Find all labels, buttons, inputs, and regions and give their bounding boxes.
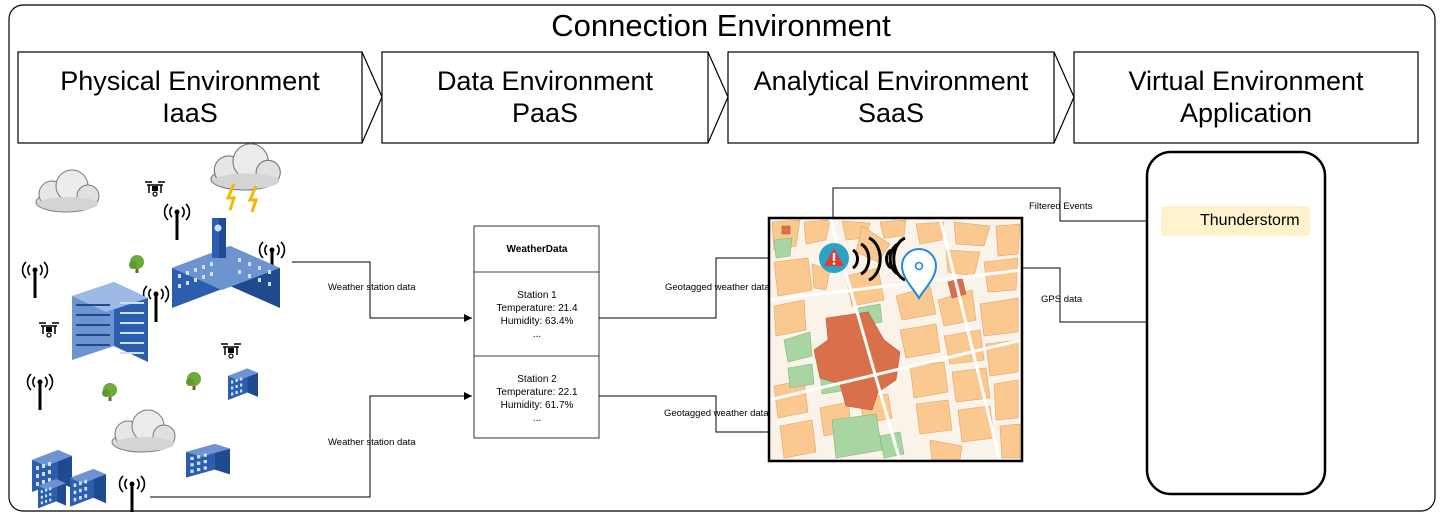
- tree-icon: [186, 372, 201, 390]
- tree-icon: [129, 255, 144, 273]
- diagram-title: Connection Environment: [551, 8, 891, 43]
- station-name: Station 2: [517, 374, 557, 385]
- physical-environment-box: [17, 51, 363, 144]
- building-icon: [70, 469, 106, 507]
- event-notification-label: Thunderstorm: [1200, 212, 1300, 229]
- station-name: Station 1: [517, 290, 557, 301]
- antenna-icon: [21, 260, 49, 300]
- environment-name: Analytical Environment: [753, 66, 1029, 97]
- environment-layer: PaaS: [511, 97, 579, 128]
- virtual-environment-box: [1073, 51, 1419, 144]
- drone-icon: [38, 322, 60, 338]
- building-icon: [172, 218, 280, 308]
- city-map: [767, 216, 1024, 463]
- environment-name: Virtual Environment: [1128, 66, 1364, 97]
- station-humidity: Humidity: 61.7%: [500, 400, 574, 411]
- building-icon: [72, 282, 148, 362]
- building-icon: [186, 444, 230, 478]
- station-temperature: Temperature: 22.1: [496, 387, 578, 398]
- location-pin-icon: [900, 248, 938, 300]
- edge-label-weather-station-1: Weather station data: [328, 282, 416, 293]
- cloud-icon: [111, 409, 176, 453]
- environment-name: Data Environment: [436, 66, 654, 97]
- chevron-icon: [361, 51, 383, 144]
- connector-weather-station-1: [292, 261, 472, 322]
- weather-data-table: [473, 225, 600, 439]
- event-notification[interactable]: [1161, 206, 1310, 236]
- edge-label-weather-station-2: Weather station data: [328, 437, 416, 448]
- data-environment-box: [381, 51, 709, 144]
- analytical-environment-box: [727, 51, 1055, 144]
- connector-filtered-events: [832, 187, 1158, 244]
- alert-icon: [819, 243, 849, 273]
- station-record: Station 1 Temperature: 21.4 Humidity: 63…: [475, 289, 599, 341]
- tree-icon: [102, 383, 117, 401]
- weather-data-header: WeatherData: [506, 244, 568, 255]
- chevron-icon: [1053, 51, 1075, 144]
- mobile-app-frame: [1145, 150, 1327, 496]
- station-record: Station 2 Temperature: 22.1 Humidity: 61…: [475, 373, 599, 425]
- environment-layer: IaaS: [162, 97, 218, 128]
- edge-label-filtered-events: Filtered Events: [1029, 201, 1093, 212]
- data-environment-label: Data Environment PaaS: [382, 52, 708, 143]
- antenna-icon: [163, 202, 191, 242]
- edge-label-geotagged-1: Geotagged weather data: [665, 282, 770, 293]
- cloud-icon: [35, 169, 100, 213]
- storm-cloud-icon: [210, 143, 281, 213]
- station-more: ...: [532, 329, 542, 340]
- building-icon: [228, 368, 258, 400]
- station-more: ...: [532, 413, 542, 424]
- environment-headers: [17, 51, 1419, 144]
- physical-environment-scene: [21, 143, 286, 514]
- physical-environment-label: Physical Environment IaaS: [18, 52, 362, 143]
- antenna-icon: [118, 474, 146, 514]
- connection-environment-frame: [8, 4, 1436, 512]
- environment-layer: Application: [1179, 97, 1313, 128]
- signal-waves-icon: [852, 236, 906, 282]
- chevron-icon: [707, 51, 729, 144]
- environment-name: Physical Environment: [60, 66, 320, 97]
- drone-icon: [220, 343, 242, 359]
- station-temperature: Temperature: 21.4: [496, 303, 578, 314]
- virtual-environment-label: Virtual Environment Application: [1074, 52, 1418, 143]
- antenna-icon: [26, 372, 54, 412]
- edge-label-geotagged-2: Geotagged weather data: [664, 408, 769, 419]
- edge-label-gps: GPS data: [1041, 294, 1083, 305]
- drone-icon: [144, 181, 166, 197]
- station-humidity: Humidity: 63.4%: [500, 316, 574, 327]
- environment-layer: SaaS: [857, 97, 925, 128]
- analytical-environment-label: Analytical Environment SaaS: [728, 52, 1054, 143]
- connector-weather-station-2: [150, 392, 472, 498]
